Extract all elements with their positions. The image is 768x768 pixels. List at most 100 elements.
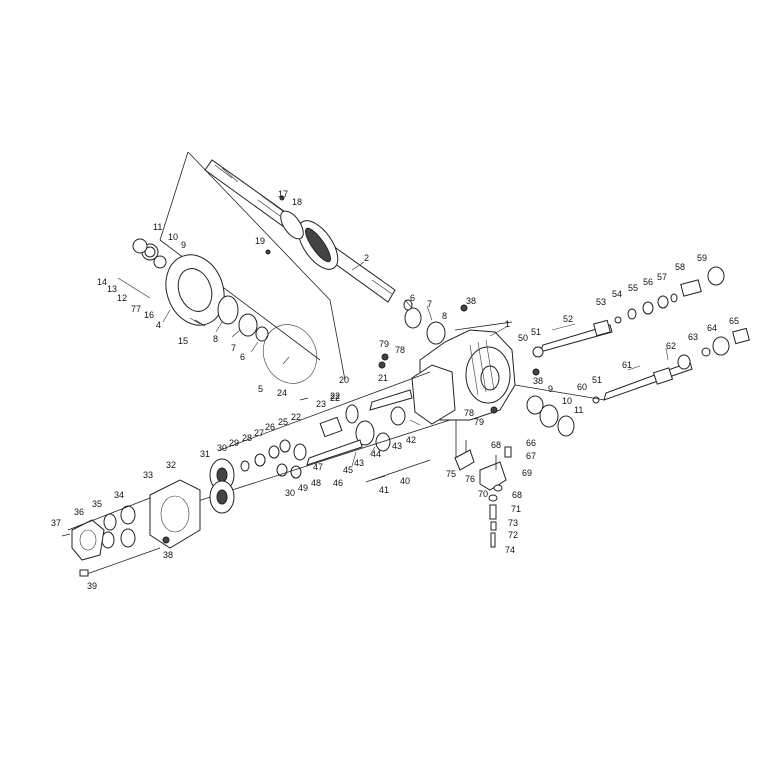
label-22b: 22 [291, 412, 301, 422]
label-65: 65 [729, 316, 739, 326]
label-9a: 9 [181, 240, 186, 250]
label-58: 58 [675, 262, 685, 272]
label-35: 35 [92, 499, 102, 509]
label-49: 49 [298, 483, 308, 493]
label-8a: 8 [213, 334, 218, 344]
center-gear-train [169, 371, 451, 511]
label-57: 57 [657, 272, 667, 282]
label-68a: 68 [491, 440, 501, 450]
label-56: 56 [643, 277, 653, 287]
label-24: 24 [277, 388, 287, 398]
label-40: 40 [400, 476, 410, 486]
leader-lines [162, 261, 669, 467]
label-44: 44 [371, 449, 381, 459]
label-51a: 51 [531, 327, 541, 337]
label-21: 21 [378, 373, 388, 383]
right-lower-axle [514, 327, 750, 437]
label-22c: 22 [330, 391, 340, 401]
label-75: 75 [446, 469, 456, 479]
label-1: 1 [505, 319, 510, 329]
label-70: 70 [478, 489, 488, 499]
label-61: 61 [622, 360, 632, 370]
label-68b: 68 [512, 490, 522, 500]
label-15: 15 [178, 336, 188, 346]
label-20: 20 [339, 375, 349, 385]
left-gear-cluster [67, 458, 235, 577]
label-14: 14 [97, 277, 107, 287]
label-59: 59 [697, 253, 707, 263]
label-41: 41 [379, 485, 389, 495]
label-78b: 78 [464, 408, 474, 418]
label-66: 66 [526, 438, 536, 448]
label-55: 55 [628, 283, 638, 293]
label-7a: 7 [231, 343, 236, 353]
left-cover-group [117, 238, 318, 384]
label-79b: 79 [474, 417, 484, 427]
label-52: 52 [563, 314, 573, 324]
shaft-bearings [403, 299, 446, 345]
label-6b: 6 [410, 293, 415, 303]
label-16: 16 [144, 310, 154, 320]
label-62: 62 [666, 341, 676, 351]
label-63: 63 [688, 332, 698, 342]
label-28: 28 [242, 433, 252, 443]
label-67: 67 [526, 451, 536, 461]
label-10a: 10 [168, 232, 178, 242]
lower-right-linkage [454, 420, 512, 548]
label-53: 53 [596, 297, 606, 307]
label-17: 17 [278, 189, 288, 199]
label-78a: 78 [395, 345, 405, 355]
label-32: 32 [166, 460, 176, 470]
label-33: 33 [143, 470, 153, 480]
main-housing [411, 321, 516, 425]
label-76: 76 [465, 474, 475, 484]
label-71: 71 [511, 504, 521, 514]
label-4: 4 [156, 320, 161, 330]
label-27: 27 [254, 428, 264, 438]
label-6a: 6 [240, 352, 245, 362]
label-45: 45 [343, 465, 353, 475]
label-50: 50 [518, 333, 528, 343]
label-9b: 9 [548, 384, 553, 394]
label-42: 42 [406, 435, 416, 445]
label-36: 36 [74, 507, 84, 517]
label-72: 72 [508, 530, 518, 540]
label-18: 18 [292, 197, 302, 207]
label-30a: 30 [217, 443, 227, 453]
label-73: 73 [508, 518, 518, 528]
label-23: 23 [316, 399, 326, 409]
label-51b: 51 [592, 375, 602, 385]
label-30b: 30 [285, 488, 295, 498]
label-25: 25 [278, 417, 288, 427]
label-19: 19 [255, 236, 265, 246]
label-48: 48 [311, 478, 321, 488]
label-12: 12 [117, 293, 127, 303]
label-47: 47 [313, 462, 323, 472]
label-38a: 38 [466, 296, 476, 306]
label-46: 46 [333, 478, 343, 488]
label-60: 60 [577, 382, 587, 392]
right-upper-axle [532, 266, 725, 358]
label-11a: 11 [153, 222, 162, 232]
label-77: 77 [131, 304, 141, 314]
label-38c: 38 [163, 550, 173, 560]
label-54: 54 [612, 289, 622, 299]
label-29: 29 [229, 438, 239, 448]
label-5: 5 [258, 384, 263, 394]
label-79a: 79 [379, 339, 389, 349]
label-26: 26 [265, 422, 275, 432]
label-7b: 7 [427, 299, 432, 309]
label-39: 39 [87, 581, 97, 591]
label-43b: 43 [354, 458, 364, 468]
label-22a: 22 [330, 393, 340, 403]
label-64: 64 [707, 323, 717, 333]
label-11b: 11 [574, 405, 583, 415]
label-37: 37 [51, 518, 61, 528]
label-13: 13 [107, 284, 117, 294]
label-10b: 10 [562, 396, 572, 406]
label-8b: 8 [442, 311, 447, 321]
label-34: 34 [114, 490, 124, 500]
label-38b: 38 [533, 376, 543, 386]
